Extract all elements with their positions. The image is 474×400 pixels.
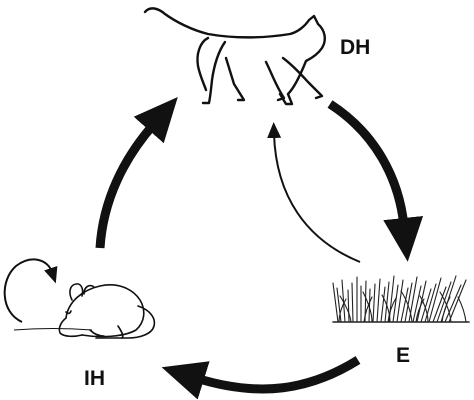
arrow-grass-to-mouse (161, 356, 361, 400)
mouse-icon (58, 283, 156, 339)
node-label-e: E (396, 344, 410, 367)
arrow-mouse-to-cat (95, 96, 178, 249)
arrow-mouse-self-loop (3, 258, 58, 323)
arrow-grass-to-cat-direct (267, 122, 361, 263)
cat-icon (143, 7, 326, 106)
node-label-ih: IH (84, 367, 105, 390)
grass-icon (332, 275, 470, 323)
node-label-dh: DH (340, 36, 370, 59)
arrow-cat-to-grass (327, 100, 424, 262)
table-line (13, 328, 93, 331)
